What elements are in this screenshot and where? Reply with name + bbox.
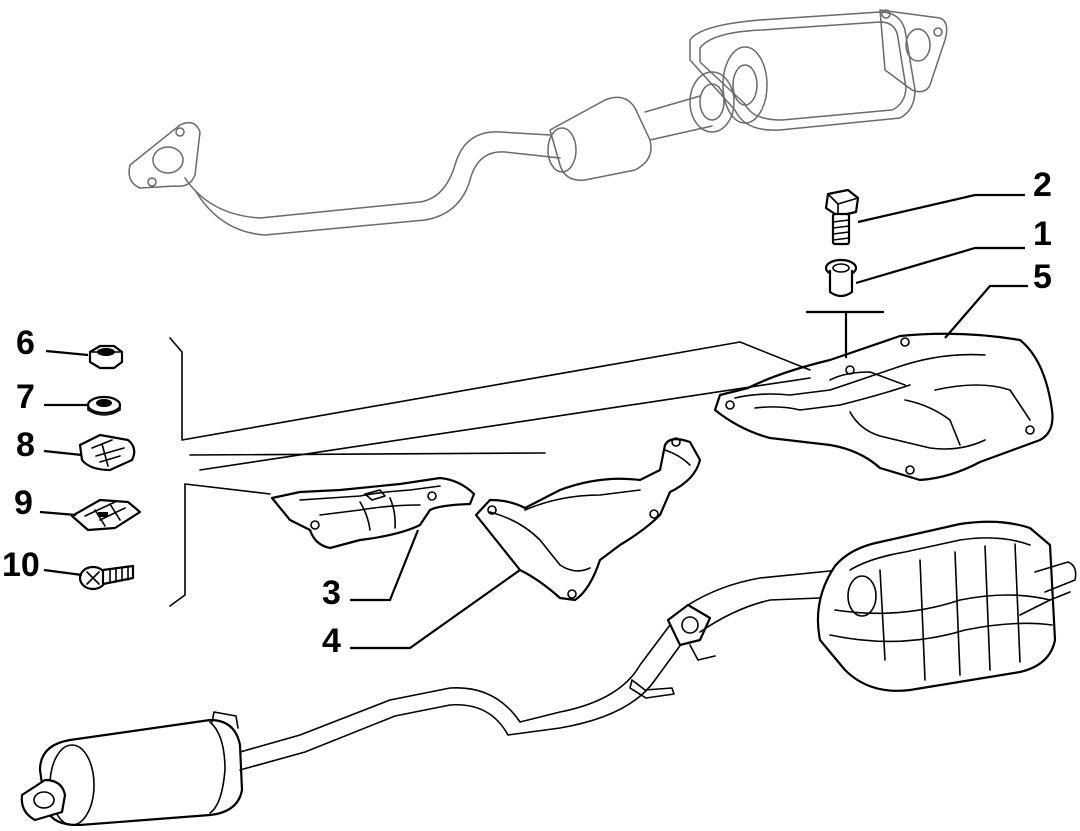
heat-shield-part-4 <box>474 437 702 602</box>
leader-lines <box>39 193 1028 650</box>
leader-6 <box>45 349 89 357</box>
front-pipe-catalyst-assembly <box>128 9 948 236</box>
leader-4 <box>350 569 521 650</box>
leader-2 <box>857 193 1025 224</box>
washer-part-7 <box>86 395 122 416</box>
rear-silencer <box>816 520 1077 692</box>
callout-6: 6 <box>16 324 35 362</box>
guide-lines <box>169 337 811 607</box>
leader-9 <box>39 510 77 517</box>
leader-10 <box>43 568 83 577</box>
screw-part-10 <box>78 564 135 591</box>
callout-7: 7 <box>16 378 35 416</box>
heat-shield-part-3 <box>270 476 476 550</box>
heat-shield-part-5 <box>713 310 1054 482</box>
leader-3 <box>350 529 420 602</box>
callout-8: 8 <box>16 426 35 464</box>
callout-2: 2 <box>1033 166 1052 204</box>
intermediate-pipe-silencer <box>20 569 871 827</box>
leader-1 <box>855 246 1025 285</box>
spacer-part-1 <box>824 258 858 298</box>
callout-5: 5 <box>1033 258 1052 296</box>
callout-labels: 2 1 5 3 4 6 7 8 9 10 <box>2 166 1052 660</box>
callout-9: 9 <box>14 484 33 522</box>
callout-10: 10 <box>2 546 40 584</box>
callout-3: 3 <box>322 574 341 612</box>
callout-1: 1 <box>1033 215 1052 253</box>
leader-5 <box>944 284 1028 339</box>
bolt-part-2 <box>824 188 860 246</box>
callout-4: 4 <box>322 622 341 660</box>
nut-part-6 <box>88 344 124 370</box>
clip-part-8 <box>78 433 136 472</box>
leader-8 <box>43 449 83 457</box>
clip-part-9 <box>70 498 142 532</box>
